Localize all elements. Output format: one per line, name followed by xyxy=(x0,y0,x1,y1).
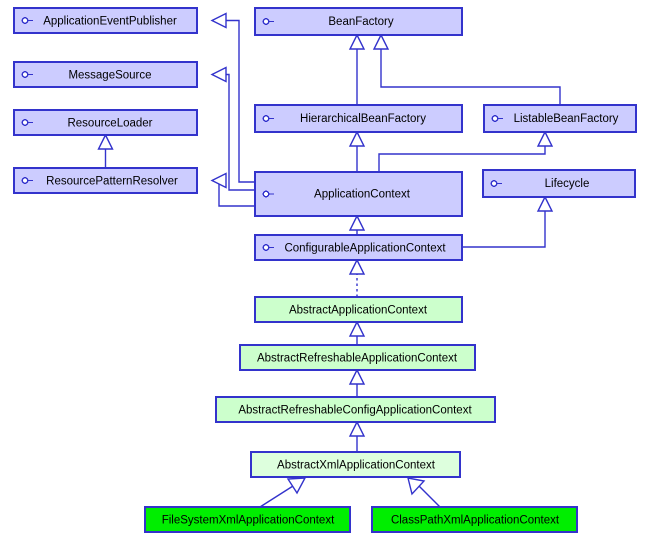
class-node-lifecycle[interactable]: Lifecycle xyxy=(482,169,636,198)
node-rect xyxy=(13,7,198,34)
node-rect xyxy=(371,506,578,533)
class-node-resourcepatternresolver[interactable]: ResourcePatternResolver xyxy=(13,167,198,194)
node-label: AbstractApplicationContext xyxy=(289,305,428,317)
edge-filesystemxmlapplicationcontext-to-abstractxmlapplicationcontext xyxy=(259,477,307,508)
edges-layer xyxy=(97,12,561,508)
node-rect xyxy=(250,451,461,478)
edge-resourcepatternresolver-to-resourceloader xyxy=(97,133,114,168)
edge-abstractrefreshableapplicationcontext-to-abstractapplicationcontext xyxy=(348,320,366,345)
interface-lollipop-icon xyxy=(262,18,274,25)
class-node-beanfactory[interactable]: BeanFactory xyxy=(254,7,463,36)
interface-lollipop-icon xyxy=(262,244,274,251)
edge-applicationcontext-to-messagesource xyxy=(210,66,255,191)
class-node-abstractrefreshableapplicationcontext[interactable]: AbstractRefreshableApplicationContext xyxy=(239,344,476,371)
interface-lollipop-icon xyxy=(490,180,502,187)
interface-lollipop-icon xyxy=(21,177,33,184)
interface-lollipop-icon xyxy=(21,17,33,24)
class-node-abstractapplicationcontext[interactable]: AbstractApplicationContext xyxy=(254,296,463,323)
class-node-classpathxmlapplicationcontext[interactable]: ClassPathXmlApplicationContext xyxy=(371,506,578,533)
edge-applicationcontext-to-applicationeventpublisher xyxy=(210,12,255,183)
node-label: ApplicationEventPublisher xyxy=(43,16,177,28)
node-rect xyxy=(254,234,463,261)
class-node-messagesource[interactable]: MessageSource xyxy=(13,61,198,88)
edge-hierarchicalbeanfactory-to-beanfactory xyxy=(348,33,366,105)
interface-lollipop-icon xyxy=(491,115,503,122)
node-rect xyxy=(13,109,198,136)
node-label: ClassPathXmlApplicationContext xyxy=(391,515,560,527)
edge-configurableapplicationcontext-to-applicationcontext xyxy=(348,214,366,235)
class-node-filesystemxmlapplicationcontext[interactable]: FileSystemXmlApplicationContext xyxy=(144,506,351,533)
node-rect xyxy=(13,167,198,194)
node-label: ResourcePatternResolver xyxy=(46,176,178,188)
node-rect xyxy=(254,7,463,36)
class-node-abstractxmlapplicationcontext[interactable]: AbstractXmlApplicationContext xyxy=(250,451,461,478)
edge-applicationcontext-to-listablebeanfactory xyxy=(378,130,554,172)
node-label: AbstractRefreshableApplicationContext xyxy=(257,353,458,365)
edge-applicationcontext-to-resourcepatternresolver xyxy=(210,172,255,207)
node-label: AbstractXmlApplicationContext xyxy=(277,460,436,472)
class-node-abstractrefreshableconfigapplicationcontext[interactable]: AbstractRefreshableConfigApplicationCont… xyxy=(215,396,496,423)
interface-lollipop-icon xyxy=(21,71,33,78)
edge-abstractrefreshableconfigapplicationcontext-to-abstractrefreshableapplicationcontext xyxy=(348,368,366,397)
node-rect xyxy=(144,506,351,533)
interface-lollipop-icon xyxy=(21,119,33,126)
interface-lollipop-icon xyxy=(262,190,274,198)
node-label: FileSystemXmlApplicationContext xyxy=(162,515,335,527)
edge-abstractapplicationcontext-to-configurableapplicationcontext xyxy=(348,258,366,297)
node-label: ListableBeanFactory xyxy=(514,113,619,125)
node-rect xyxy=(482,169,636,198)
node-rect xyxy=(254,296,463,323)
node-label: BeanFactory xyxy=(328,16,393,28)
node-rect xyxy=(254,171,463,217)
node-label: MessageSource xyxy=(68,70,151,82)
node-label: AbstractRefreshableConfigApplicationCont… xyxy=(238,405,472,417)
node-rect xyxy=(239,344,476,371)
edge-classpathxmlapplicationcontext-to-abstractxmlapplicationcontext xyxy=(407,477,441,508)
node-label: ApplicationContext xyxy=(314,189,411,201)
edge-listablebeanfactory-to-beanfactory xyxy=(372,33,561,105)
class-node-hierarchicalbeanfactory[interactable]: HierarchicalBeanFactory xyxy=(254,104,463,133)
node-rect xyxy=(13,61,198,88)
node-label: Lifecycle xyxy=(545,178,590,190)
class-node-configurableapplicationcontext[interactable]: ConfigurableApplicationContext xyxy=(254,234,463,261)
interface-lollipop-icon xyxy=(262,115,274,122)
node-label: ConfigurableApplicationContext xyxy=(284,243,446,255)
class-node-applicationeventpublisher[interactable]: ApplicationEventPublisher xyxy=(13,7,198,34)
class-node-resourceloader[interactable]: ResourceLoader xyxy=(13,109,198,136)
edge-applicationcontext-to-hierarchicalbeanfactory xyxy=(348,130,366,172)
node-rect xyxy=(483,104,637,133)
node-rect xyxy=(215,396,496,423)
node-label: HierarchicalBeanFactory xyxy=(300,113,426,125)
node-rect xyxy=(254,104,463,133)
edge-configurableapplicationcontext-to-lifecycle xyxy=(462,195,554,248)
edge-abstractxmlapplicationcontext-to-abstractrefreshableconfigapplicationcontext xyxy=(348,420,366,452)
node-label: ResourceLoader xyxy=(67,118,152,130)
class-node-listablebeanfactory[interactable]: ListableBeanFactory xyxy=(483,104,637,133)
class-node-applicationcontext[interactable]: ApplicationContext xyxy=(254,171,463,217)
